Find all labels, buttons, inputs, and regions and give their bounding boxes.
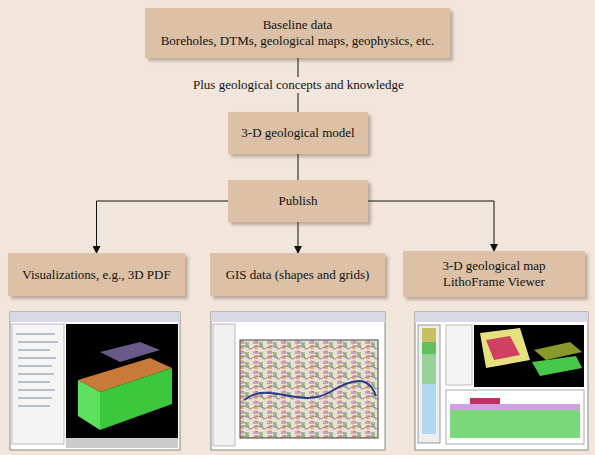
- box-text: Visualizations, e.g., 3D PDF: [22, 267, 170, 283]
- viewer-screenshot: [415, 312, 588, 450]
- box-text: Publish: [278, 193, 317, 209]
- connector: [298, 154, 299, 180]
- box-text: GIS data (shapes and grids): [226, 267, 370, 283]
- publish-box: Publish: [228, 180, 368, 222]
- box-text: Baseline data: [263, 17, 333, 33]
- connector: [97, 201, 229, 253]
- model-box: 3-D geological model: [228, 112, 368, 154]
- connector: [368, 201, 494, 251]
- box-text: 3-D geological model: [241, 125, 354, 141]
- box-text: 3-D geological map LithoFrame Viewer: [413, 258, 575, 290]
- output-box: Visualizations, e.g., 3D PDF: [8, 253, 185, 296]
- connector: [298, 222, 299, 253]
- output-box: GIS data (shapes and grids): [210, 253, 385, 296]
- box-text: Boreholes, DTMs, geological maps, geophy…: [161, 33, 435, 49]
- gis-screenshot: [211, 312, 385, 450]
- pdf-screenshot: [10, 312, 180, 450]
- output-box: 3-D geological map LithoFrame Viewer: [403, 251, 585, 297]
- baseline-box: Baseline dataBoreholes, DTMs, geological…: [145, 8, 450, 58]
- edge-label: Plus geological concepts and knowledge: [190, 77, 407, 93]
